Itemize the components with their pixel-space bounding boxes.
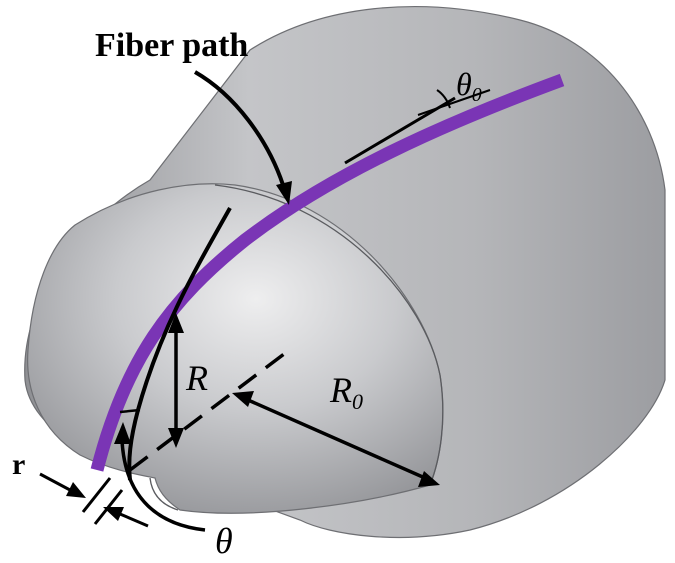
axis-line-top — [417, 89, 491, 116]
R0-label: R0 — [329, 370, 363, 414]
R-label: R — [185, 358, 208, 398]
reference-curve — [127, 207, 232, 481]
theta-pointer-curve — [120, 439, 206, 532]
bottom-notch — [149, 477, 179, 511]
R-arrow-head-bottom — [168, 428, 184, 448]
R0-arrow-head-start — [232, 391, 254, 407]
r-arrow-right-head — [103, 507, 124, 521]
R-arrow-head-top — [168, 313, 184, 333]
theta-pointer-head — [114, 422, 131, 444]
r-arrow-left-head — [66, 482, 86, 498]
theta0-arc — [436, 89, 451, 109]
r-arrow-left-line — [39, 472, 71, 492]
theta0-label: θ0 — [456, 66, 482, 106]
fiber-leader-head — [276, 181, 292, 205]
fiber-path-label: Fiber path — [95, 27, 248, 64]
r-arrow-right-line — [119, 512, 149, 528]
r-tick-left — [81, 477, 112, 513]
theta-small-arc — [119, 408, 141, 414]
theta-label: θ — [215, 521, 233, 561]
fiber-leader-curve — [194, 70, 285, 186]
R0-arrow-head-end — [418, 471, 440, 487]
fiber-path — [90, 73, 565, 472]
R0-arrow-line — [247, 398, 426, 480]
r-label: r — [12, 448, 25, 481]
